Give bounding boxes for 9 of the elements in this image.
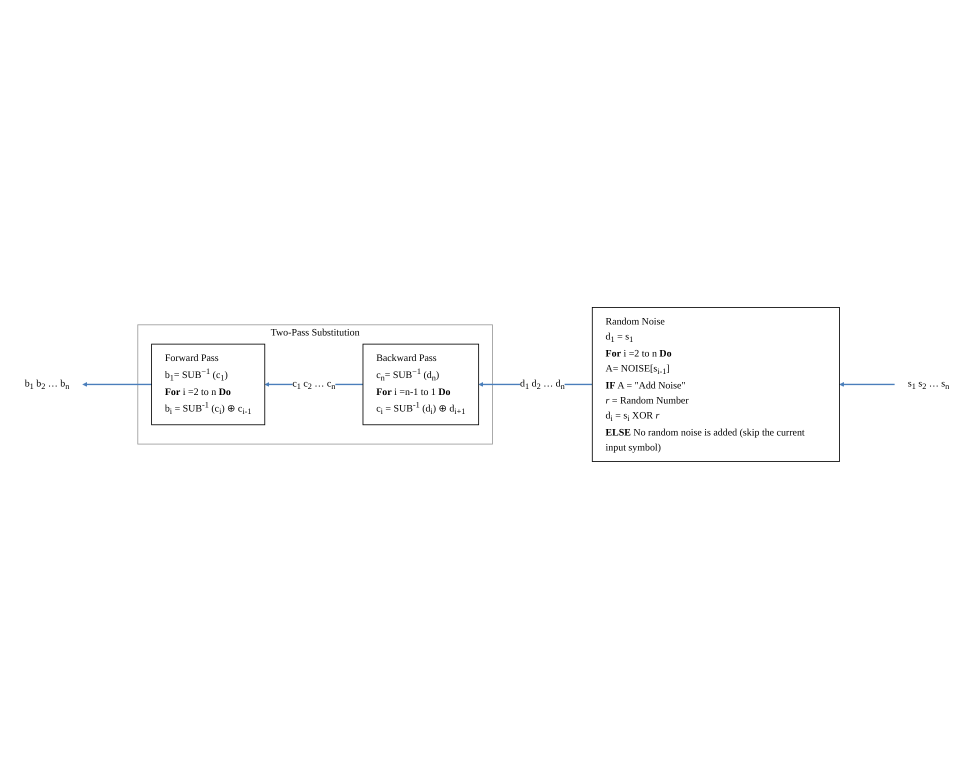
node-text: b$_{1}$ b$_{2}$ … b$_{n}$ bbox=[24, 377, 70, 391]
arrow bbox=[82, 382, 152, 386]
arrow bbox=[839, 382, 895, 386]
edge-label: d$_{1}$ d$_{2}$ … d$_{n}$ bbox=[520, 377, 565, 391]
edge-label: c$_{1}$ c$_{2}$ … c$_{n}$ bbox=[292, 377, 336, 391]
node-box: Backward Pass c$_{n}$= SUB$^{−1}$ (d$_{n}$) For i =n-1 to 1 Do c$_{i}$ = SUB$^{-1}$ (d$_{i}$) ⊕ d$_{i+1}$ bbox=[362, 343, 480, 425]
node-text: s$_{1}$ s$_{2}$ … s$_{n}$ bbox=[908, 377, 950, 391]
node-box: Random Noise d$_{1}$ = s$_{1}$ For i =2 to n Do A= NOISE[s$_{i-1}$] IF A = "Add Noise" r = Random Number d$_{i}$ = s$_{i}$ XOR r ELSE No random noise is added (skip the current input symbol) bbox=[592, 306, 840, 462]
node-box: Forward Pass b$_{1}$= SUB$^{−1}$ (c$_{1}$) For i =2 to n Do b$_{i}$ = SUB$^{-1}$ (c$_{i}$) ⊕ c$_{i-1}$ bbox=[151, 343, 266, 425]
